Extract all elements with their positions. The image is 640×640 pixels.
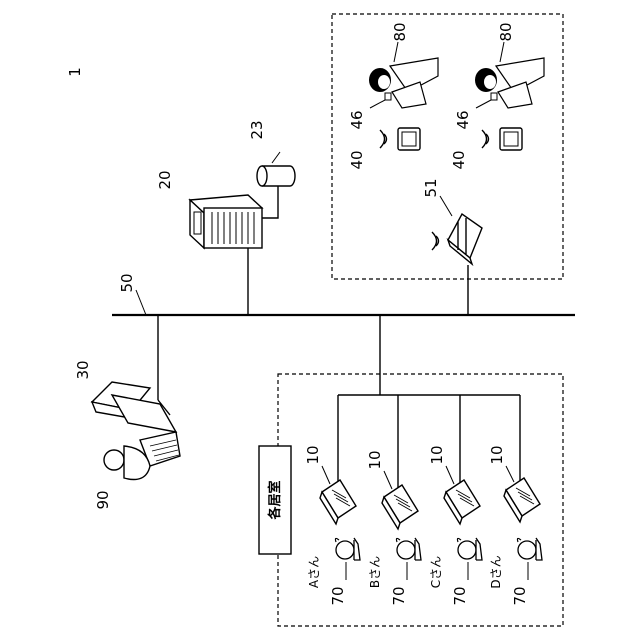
wireless-signal-icon [482, 130, 489, 148]
resident-person-icon [335, 538, 360, 560]
staff-device-ref: 46 [454, 110, 472, 129]
sensor-icon [444, 480, 480, 524]
access-point-ref: 51 [422, 178, 440, 197]
staff-device-ref: 46 [348, 110, 366, 129]
connection-lines [158, 248, 520, 490]
rooms-title: 各居室 [267, 480, 283, 520]
sensor-icon [504, 478, 540, 522]
tablet-ref: 40 [348, 150, 366, 169]
staff-member-2: 80 46 40 [450, 22, 544, 169]
resident-d: 10 Dさん 70 [488, 445, 542, 605]
sensor-ref: 10 [488, 445, 506, 464]
resident-ref: 70 [511, 586, 529, 605]
staff-person-ref: 80 [391, 22, 409, 41]
staff-member-1: 80 46 40 [348, 22, 438, 169]
resident-c: 10 Cさん 70 [428, 445, 482, 605]
figure-number: 1 [66, 67, 84, 77]
resident-person-icon [457, 538, 482, 560]
network-ref: 50 [118, 273, 136, 292]
staff-person-ref: 80 [497, 22, 515, 41]
resident-name: Bさん [368, 556, 382, 588]
resident-ref: 70 [451, 586, 469, 605]
resident-b: 10 Bさん 70 [366, 450, 421, 605]
resident-ref: 70 [329, 586, 347, 605]
sensor-icon [320, 480, 356, 524]
resident-a: 10 Aさん 70 [304, 445, 360, 605]
server-icon: 20 [156, 170, 262, 248]
admin-terminal-ref: 30 [74, 360, 92, 379]
staff-device-icon [491, 93, 497, 100]
network-bus: 50 [112, 273, 575, 315]
resident-name: Cさん [429, 556, 443, 588]
sensor-ref: 10 [304, 445, 322, 464]
sensor-icon [382, 485, 418, 529]
staff-device-icon [385, 93, 391, 100]
resident-name: Aさん [307, 556, 321, 588]
sensor-ref: 10 [428, 445, 446, 464]
resident-ref: 70 [390, 586, 408, 605]
admin-user-ref: 90 [94, 490, 112, 509]
resident-person-icon [396, 538, 421, 560]
access-point-icon: 51 [422, 178, 482, 264]
sensor-ref: 10 [366, 450, 384, 469]
wireless-signal-icon [432, 232, 439, 250]
database-ref: 23 [248, 120, 266, 139]
admin-user-icon: 90 [94, 446, 150, 510]
resident-name: Dさん [489, 555, 503, 588]
server-ref: 20 [156, 170, 174, 189]
tablet-ref: 40 [450, 150, 468, 169]
resident-person-icon [517, 538, 542, 560]
wireless-signal-icon [380, 130, 387, 148]
